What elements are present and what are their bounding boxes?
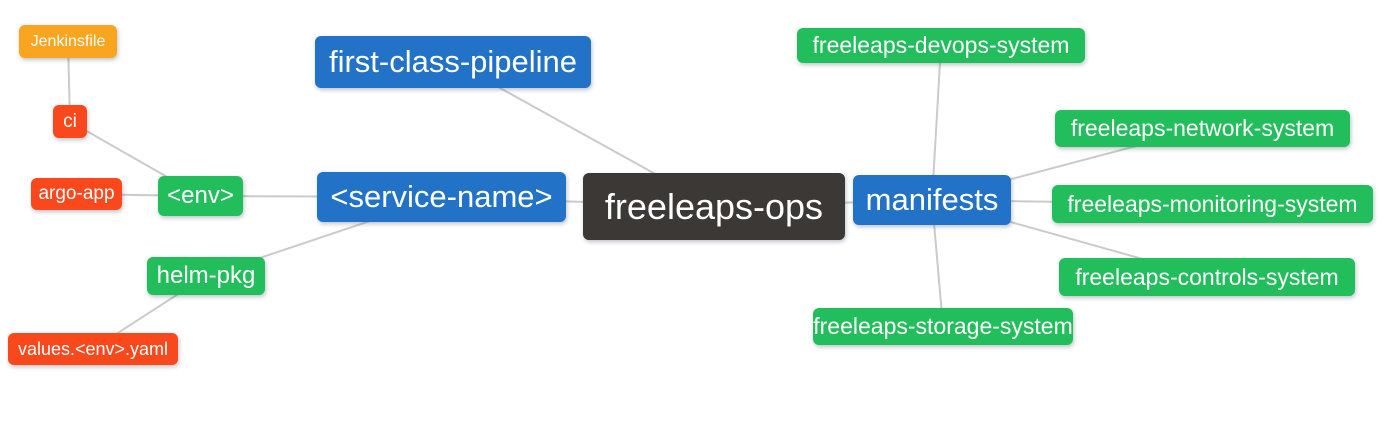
node-monitoring-system[interactable]: freeleaps-monitoring-system: [1052, 185, 1373, 223]
node-jenkinsfile[interactable]: Jenkinsfile: [19, 25, 117, 58]
node-freeleaps-ops[interactable]: freeleaps-ops: [583, 173, 845, 240]
node-env[interactable]: <env>: [158, 176, 243, 216]
node-ci[interactable]: ci: [53, 105, 87, 138]
node-values-env-yaml[interactable]: values.<env>.yaml: [8, 333, 178, 365]
node-first-class-pipeline[interactable]: first-class-pipeline: [315, 36, 591, 88]
node-controls-system[interactable]: freeleaps-controls-system: [1059, 258, 1355, 296]
node-manifests[interactable]: manifests: [853, 175, 1011, 225]
node-service-name[interactable]: <service-name>: [317, 172, 566, 222]
node-network-system[interactable]: freeleaps-network-system: [1055, 110, 1350, 147]
node-argo-app[interactable]: argo-app: [31, 178, 122, 210]
node-devops-system[interactable]: freeleaps-devops-system: [797, 28, 1085, 63]
edge-manifests-devops-system: [931, 45, 942, 201]
node-storage-system[interactable]: freeleaps-storage-system: [813, 308, 1073, 345]
node-helm-pkg[interactable]: helm-pkg: [147, 257, 265, 295]
